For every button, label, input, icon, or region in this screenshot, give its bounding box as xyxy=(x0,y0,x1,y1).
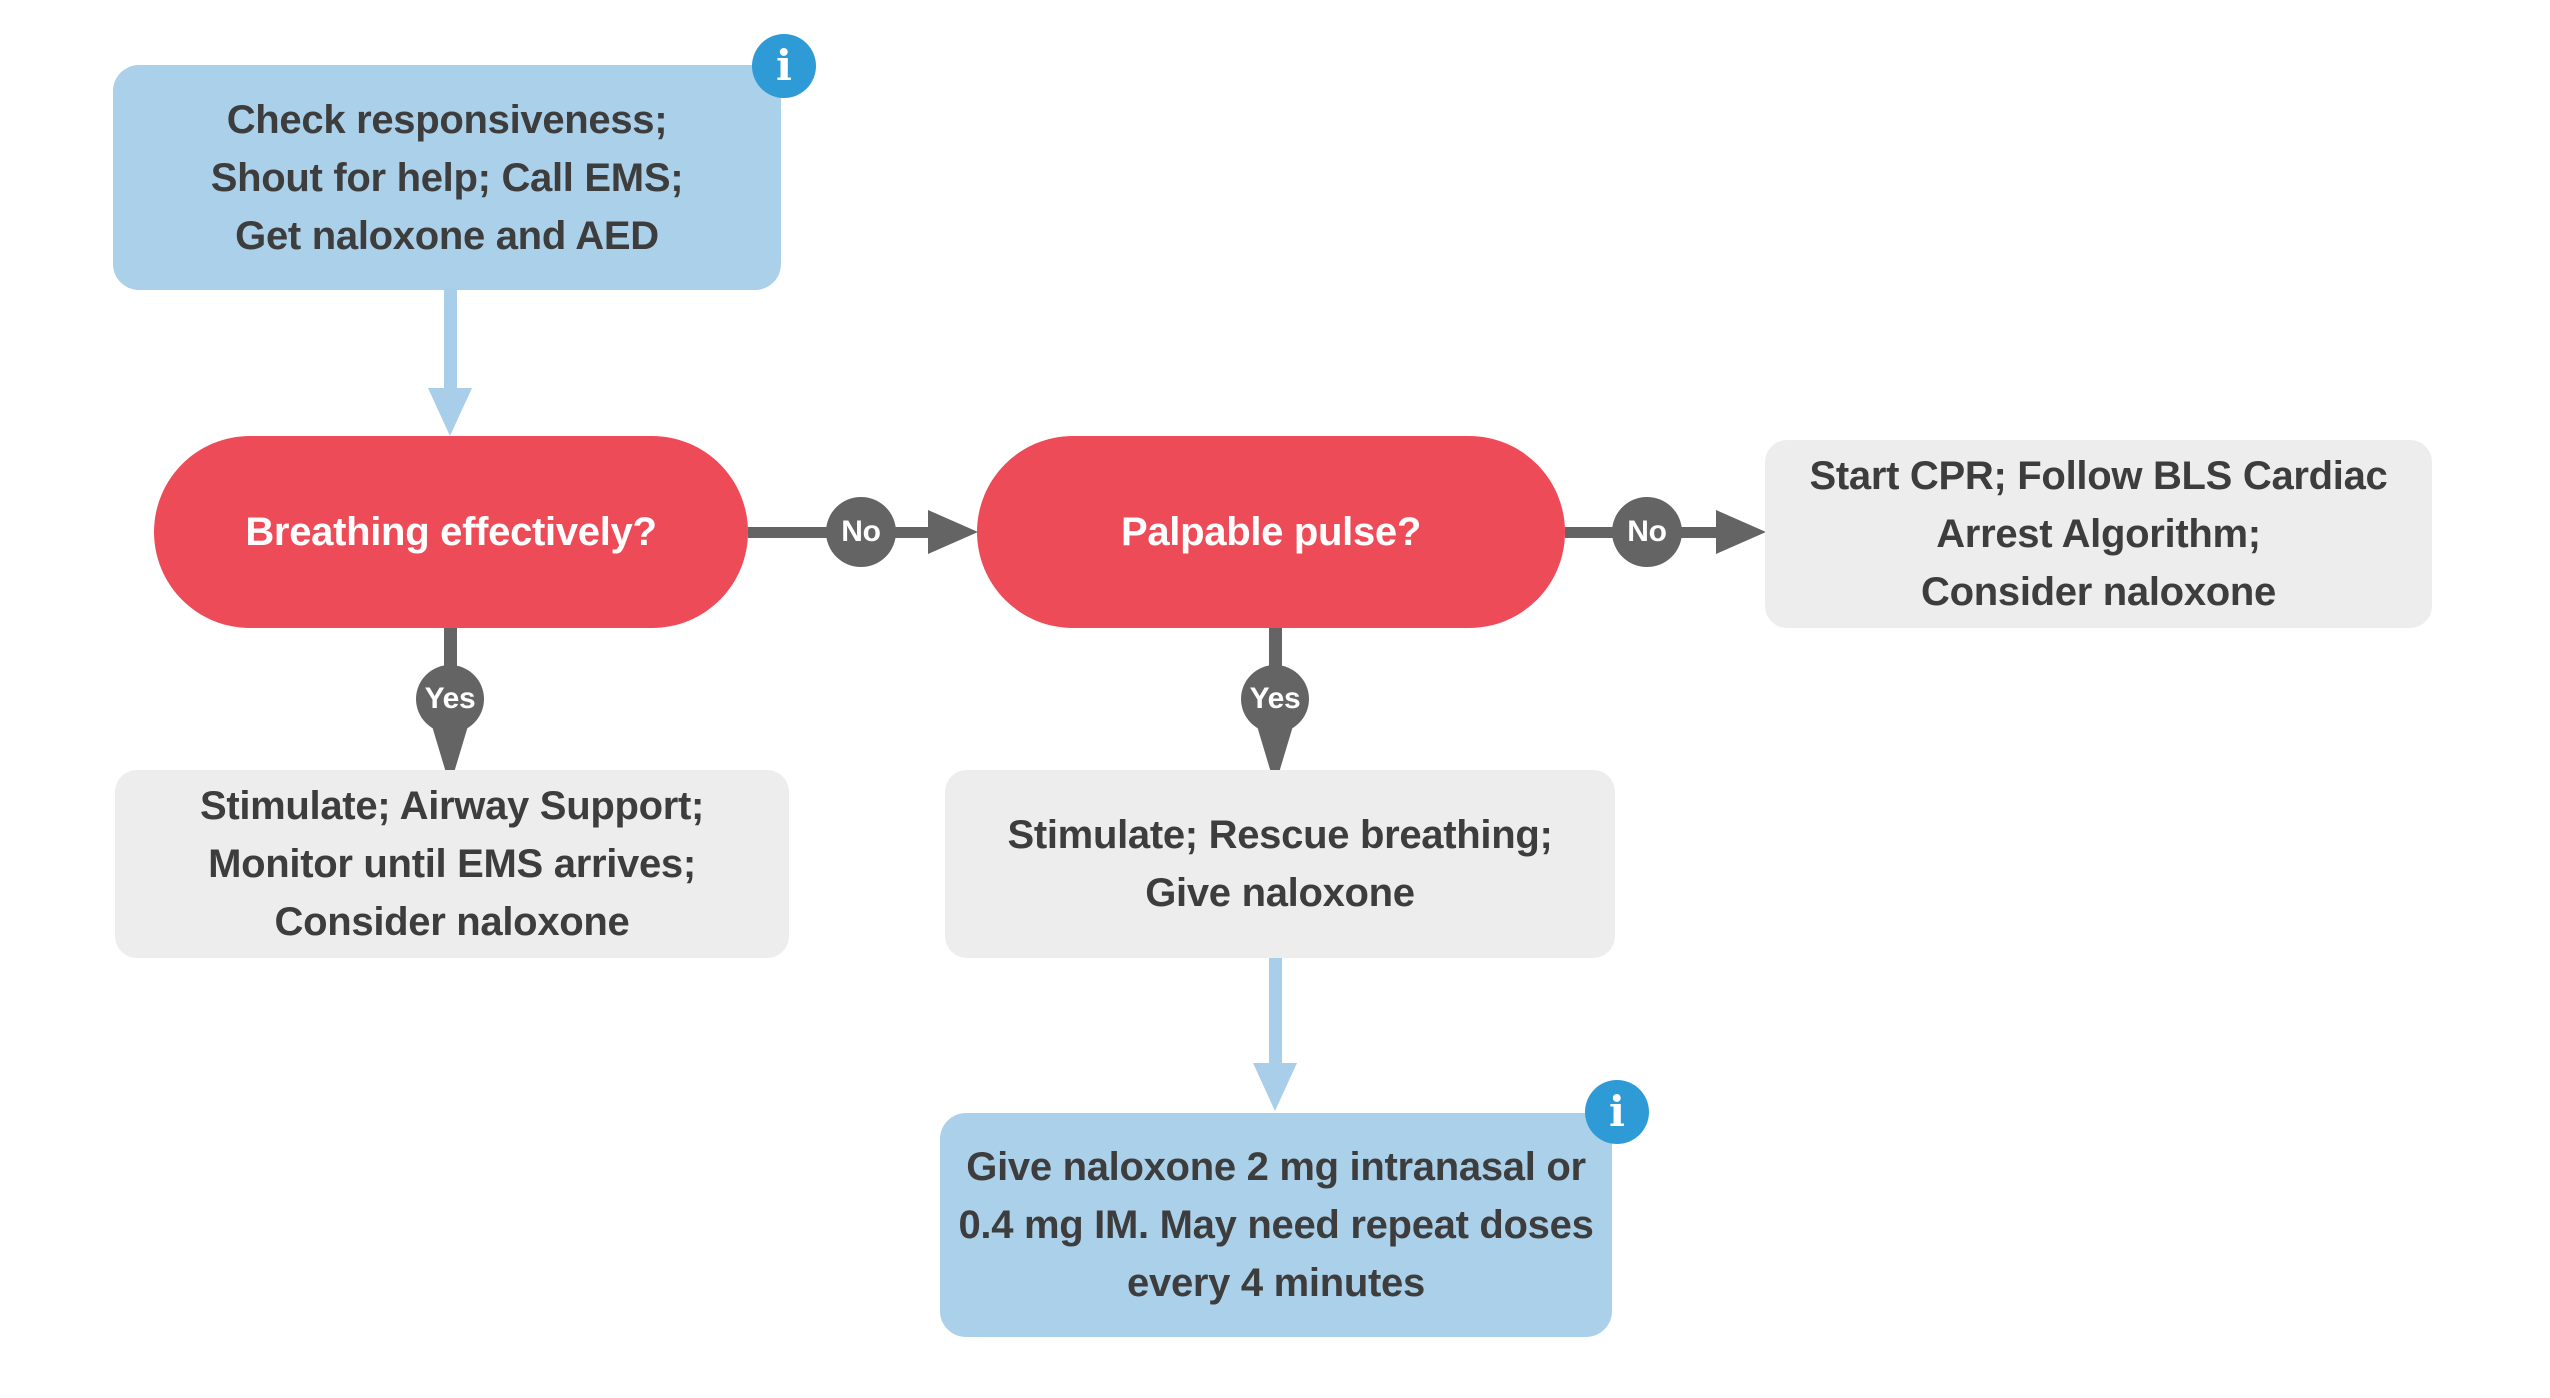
node-check-responsiveness: Check responsiveness; Shout for help; Ca… xyxy=(113,65,781,290)
node-start-cpr-line1: Start CPR; Follow BLS Cardiac xyxy=(1809,454,2388,498)
edge-breathing-yes-line xyxy=(444,628,457,670)
node-naloxone-dose-line2: 0.4 mg IM. May need repeat doses xyxy=(958,1203,1594,1247)
node-check-responsiveness-line3: Get naloxone and AED xyxy=(235,213,659,258)
edge-start-to-breathing-arrowhead xyxy=(428,388,472,436)
node-breathing-effectively-label: Breathing effectively? xyxy=(245,510,657,554)
node-start-cpr: Start CPR; Follow BLS Cardiac Arrest Alg… xyxy=(1765,440,2432,628)
edge-pulse-yes-label: Yes xyxy=(1249,682,1301,715)
edge-pulse-yes-line xyxy=(1269,628,1282,670)
node-stimulate-monitor: Stimulate; Airway Support; Monitor until… xyxy=(115,770,789,958)
node-stimulate-monitor-line1: Stimulate; Airway Support; xyxy=(199,784,705,828)
node-palpable-pulse-label: Palpable pulse? xyxy=(1120,510,1422,554)
node-check-responsiveness-line1: Check responsiveness; xyxy=(226,97,668,142)
edge-start-to-breathing-line xyxy=(444,288,457,390)
node-stimulate-rescue-line2: Give naloxone xyxy=(1145,871,1415,915)
info-icon-glyph: i xyxy=(1609,1087,1625,1136)
node-breathing-effectively: Breathing effectively? xyxy=(154,436,748,628)
edge-pulse-no-line2 xyxy=(1680,527,1718,538)
edge-breathing-no-label: No xyxy=(841,515,881,548)
edge-breathing-no-line2 xyxy=(894,527,932,538)
node-stimulate-monitor-line2: Monitor until EMS arrives; xyxy=(208,842,696,886)
node-check-responsiveness-line2: Shout for help; Call EMS; xyxy=(210,155,684,200)
edge-breathing-yes-badge: Yes xyxy=(416,665,484,733)
node-start-cpr-line3: Consider naloxone xyxy=(1921,570,2276,614)
edge-pulse-no-label: No xyxy=(1627,515,1667,548)
edge-rescue-to-dose-line xyxy=(1269,958,1282,1064)
node-naloxone-dose-line1: Give naloxone 2 mg intranasal or xyxy=(966,1145,1586,1189)
edge-breathing-no-line1 xyxy=(748,527,828,538)
node-stimulate-rescue-line1: Stimulate; Rescue breathing; xyxy=(1007,813,1553,857)
edge-pulse-no-badge: No xyxy=(1612,497,1682,567)
info-icon-glyph: i xyxy=(776,41,792,90)
edge-breathing-no-arrowhead xyxy=(928,510,978,554)
edge-rescue-to-dose-arrowhead xyxy=(1253,1063,1297,1111)
edge-pulse-no-line1 xyxy=(1565,527,1615,538)
node-palpable-pulse: Palpable pulse? xyxy=(977,436,1565,628)
edge-breathing-no-badge: No xyxy=(826,497,896,567)
info-icon[interactable]: i xyxy=(752,34,816,98)
edge-pulse-yes-badge: Yes xyxy=(1241,665,1309,733)
node-stimulate-monitor-line3: Consider naloxone xyxy=(274,900,630,944)
info-icon[interactable]: i xyxy=(1585,1080,1649,1144)
node-naloxone-dose: Give naloxone 2 mg intranasal or 0.4 mg … xyxy=(940,1113,1612,1337)
edge-pulse-no-arrowhead xyxy=(1716,510,1766,554)
node-start-cpr-line2: Arrest Algorithm; xyxy=(1936,512,2261,556)
node-stimulate-rescue: Stimulate; Rescue breathing; Give naloxo… xyxy=(945,770,1615,958)
node-naloxone-dose-line3: every 4 minutes xyxy=(1127,1261,1425,1305)
edge-breathing-yes-label: Yes xyxy=(424,682,476,715)
